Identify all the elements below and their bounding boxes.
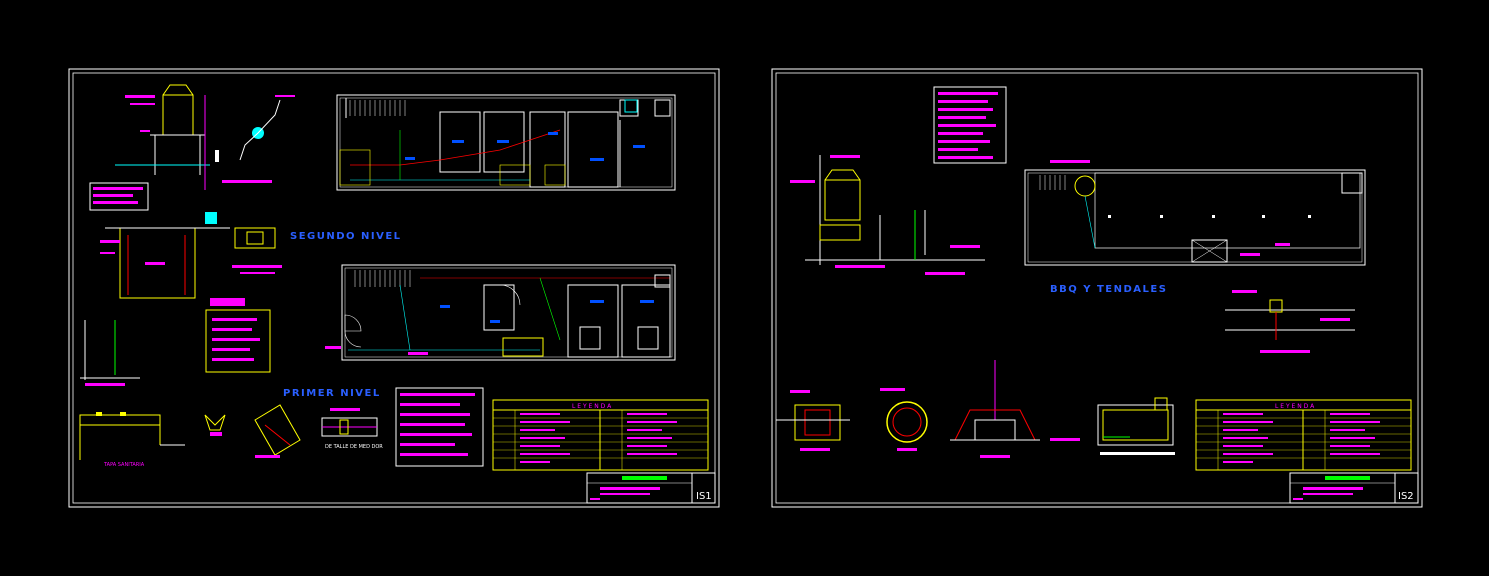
label-tapa-sanitaria: TAPA SANITARIA — [103, 462, 145, 468]
general-notes-box — [395, 387, 484, 467]
sheet-code-is1: IS1 — [696, 491, 712, 502]
registro-section-detail — [776, 390, 850, 451]
notes-box — [89, 182, 149, 211]
fitting-details — [204, 404, 301, 458]
sheet-code-is2: IS2 — [1398, 491, 1414, 502]
label-segundo-nivel: SEGUNDO NIVEL — [290, 231, 402, 242]
label-primer-nivel: PRIMER NIVEL — [283, 388, 381, 399]
sheet-outer-frame — [771, 68, 1423, 508]
box-plan-detail — [1097, 397, 1175, 455]
legend-title-is1: L E Y E N D A — [572, 403, 612, 410]
notes-box-is2 — [933, 86, 1007, 164]
label-bbq-tendales: BBQ Y TENDALES — [1050, 284, 1167, 295]
pump-detail — [222, 95, 295, 183]
sheet-outer-frame — [68, 68, 720, 508]
sheet-inner-frame — [72, 72, 716, 504]
tapa-sanitaria-detail — [79, 412, 185, 460]
legend-table-is2 — [1195, 399, 1412, 471]
sheet-is2: BBQ Y TENDALES — [771, 68, 1423, 508]
roof-plan — [1024, 160, 1366, 266]
meter-detail — [321, 408, 378, 437]
sheet-inner-frame — [775, 72, 1419, 504]
legend-title-is2: L E Y E N D A — [1275, 403, 1315, 410]
registro-detail — [232, 227, 282, 274]
water-tank-detail — [115, 84, 219, 190]
floor-plan-first-level — [325, 264, 676, 361]
title-block-is1 — [586, 472, 716, 504]
floor-plan-second-level — [336, 94, 676, 191]
manhole-circle-detail — [880, 388, 928, 451]
pipe-connection-detail — [1225, 290, 1355, 353]
label-detalle-medidor: DE TALLE DE MED DOR — [325, 444, 383, 450]
tank-section-is2 — [790, 155, 985, 275]
riser-detail — [80, 320, 140, 386]
title-block-is2 — [1289, 472, 1419, 504]
sheet-is1: SEGUNDO NIVEL — [68, 68, 720, 508]
legend-table-is1 — [492, 399, 709, 471]
cistern-section — [100, 212, 230, 299]
foundation-detail — [950, 360, 1080, 458]
specs-box — [205, 309, 271, 373]
